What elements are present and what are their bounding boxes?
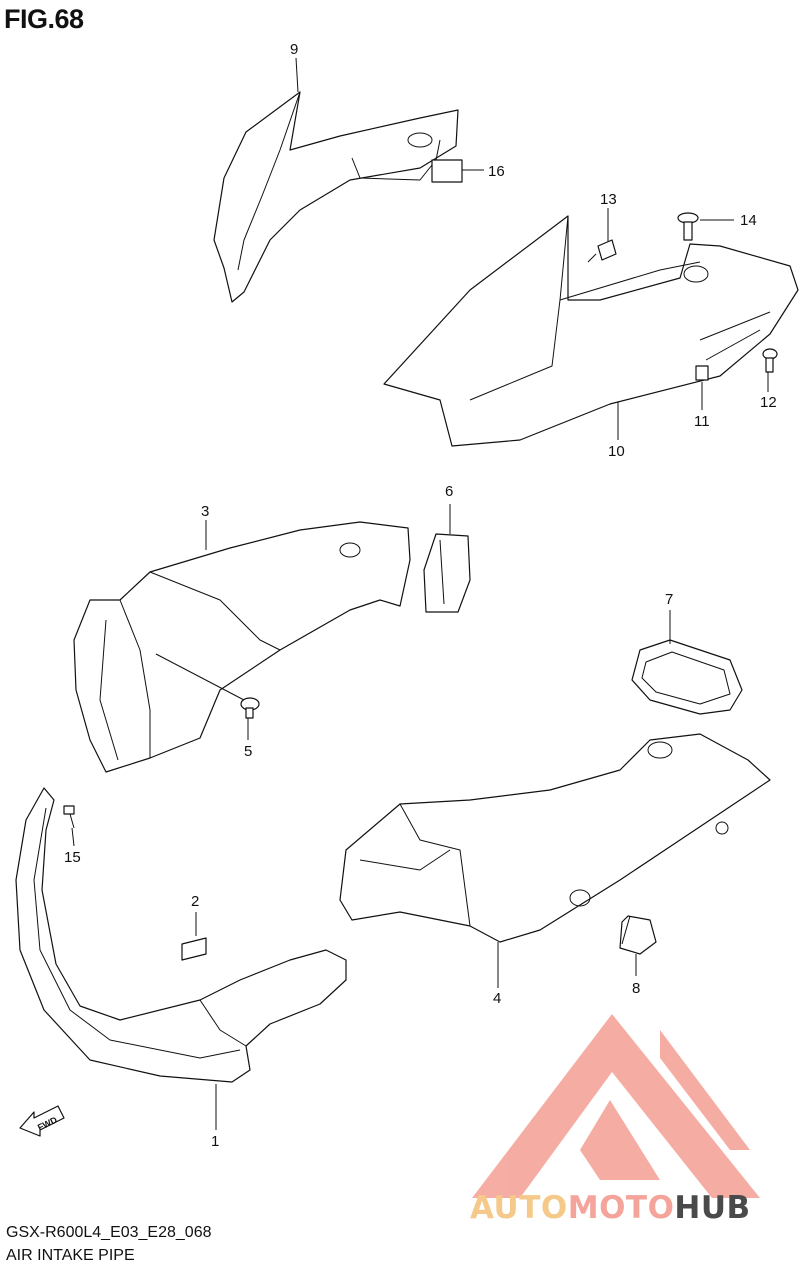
- callout-8: 8: [632, 980, 640, 997]
- callout-2: 2: [191, 893, 199, 910]
- watermark-part-1: AUTO: [470, 1190, 568, 1226]
- fwd-arrow-icon: FWD: [19, 1105, 65, 1137]
- callout-3: 3: [201, 503, 209, 520]
- part-callouts: 9 16 13 14 12 11 10 3 6 7 5 15 2 4 8 1: [64, 41, 777, 1150]
- callout-4: 4: [493, 990, 501, 1007]
- callout-6: 6: [445, 483, 453, 500]
- callout-5: 5: [244, 743, 252, 760]
- fastener-14: [677, 212, 699, 241]
- fastener-13: [587, 239, 617, 263]
- part-6-shape: [423, 533, 471, 613]
- figure-title: FIG.68: [4, 4, 84, 34]
- callout-15: 15: [64, 849, 81, 866]
- fastener-12: [762, 348, 778, 373]
- callout-16: 16: [488, 163, 505, 180]
- callout-10: 10: [608, 443, 625, 460]
- fastener-5: [240, 697, 260, 719]
- part-4-shape: [339, 733, 771, 943]
- watermark-logo-icon: [472, 1014, 760, 1198]
- watermark-text: AUTOMOTOHUB: [470, 1190, 751, 1226]
- callout-14: 14: [740, 212, 757, 229]
- fastener-15: [63, 805, 75, 829]
- part-3-shape: [73, 521, 411, 773]
- part-1-shape: [15, 787, 347, 1083]
- figure-code: GSX-R600L4_E03_E28_068: [6, 1224, 212, 1241]
- part-9-shape: [213, 91, 463, 303]
- part-7-shape: [631, 639, 743, 715]
- part-2-shape: [181, 937, 207, 961]
- part-10-shape: [383, 215, 799, 447]
- callout-11: 11: [694, 413, 710, 430]
- callout-7: 7: [665, 591, 673, 608]
- callout-12: 12: [760, 394, 777, 411]
- watermark-part-3: HUB: [674, 1190, 751, 1226]
- part-8-shape: [619, 915, 657, 955]
- callout-13: 13: [600, 191, 617, 208]
- callout-1: 1: [211, 1133, 219, 1150]
- leader-lines: [71, 57, 769, 1130]
- figure-name: AIR INTAKE PIPE: [6, 1247, 135, 1264]
- watermark-part-2: MOTO: [567, 1190, 675, 1226]
- callout-9: 9: [290, 41, 298, 58]
